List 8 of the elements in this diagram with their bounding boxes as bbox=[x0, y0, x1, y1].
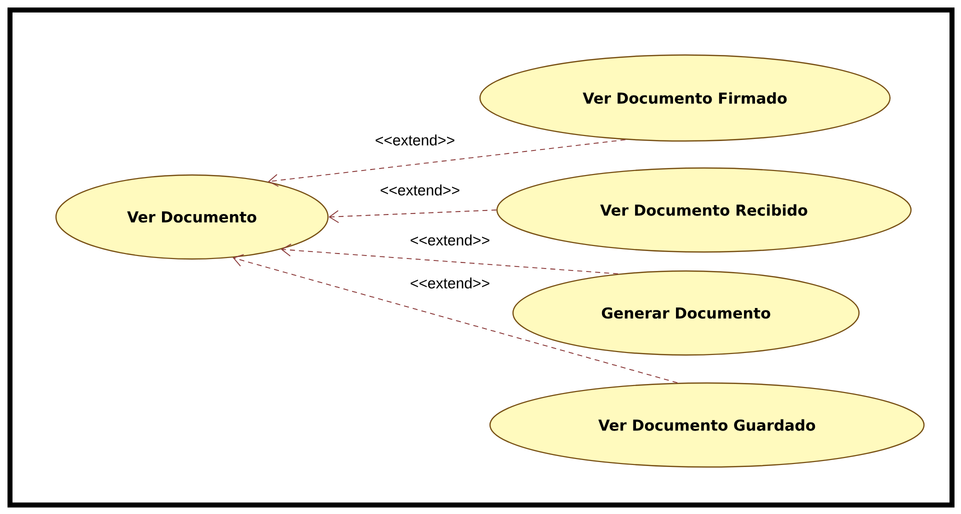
extend-arrow bbox=[280, 244, 619, 274]
extend-arrow bbox=[232, 254, 678, 384]
extend-arrow bbox=[328, 210, 497, 224]
extend-arrow bbox=[268, 139, 626, 187]
edge-label: <<extend>> bbox=[408, 234, 492, 246]
edge-label: <<extend>> bbox=[378, 184, 462, 196]
edge-label: <<extend>> bbox=[374, 134, 456, 146]
edge-label: <<extend>> bbox=[408, 276, 492, 290]
